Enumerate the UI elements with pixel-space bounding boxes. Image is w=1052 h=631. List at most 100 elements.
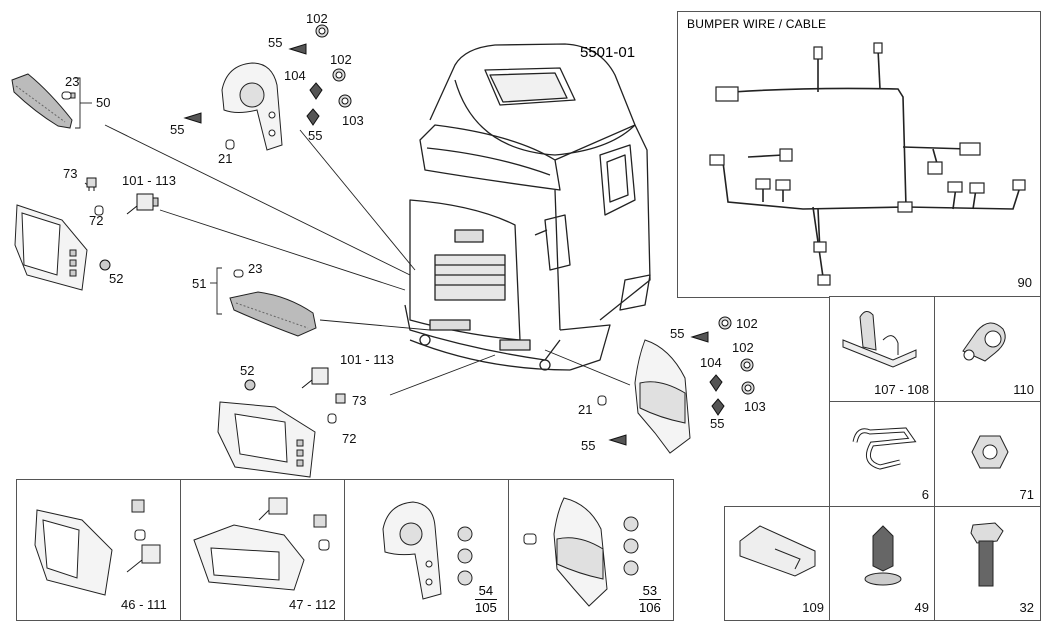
callout-104: 104 (700, 355, 722, 370)
callout-21: 21 (218, 151, 233, 166)
part-cell-71: 71 (934, 401, 1041, 508)
bulb-icon (94, 205, 104, 216)
callout-102: 102 (732, 340, 754, 355)
wire-harness-illustration (709, 42, 1026, 286)
kit-numerator: 54 (475, 583, 497, 601)
screw-icon (709, 374, 723, 392)
bulb-icon (61, 91, 76, 100)
callout-55: 55 (170, 122, 185, 137)
kit-label-47-112: 47 - 112 (289, 597, 336, 612)
bumper-wire-title: BUMPER WIRE / CABLE (687, 17, 827, 31)
corner-lamp-right (634, 339, 691, 454)
callout-101-113: 101 - 113 (122, 173, 176, 188)
callout-50: 50 (96, 95, 111, 110)
part-cell-6: 6 (829, 401, 936, 508)
part-cell-109: 109 (724, 506, 831, 621)
truck-cab-illustration (404, 43, 651, 371)
part-cell-110: 110 (934, 296, 1041, 403)
bumper-wire-panel: BUMPER WIRE / CABLE (677, 11, 1041, 298)
nut-icon (740, 358, 754, 372)
bulb-icon (327, 413, 337, 424)
callout-72: 72 (342, 431, 357, 446)
callout-102: 102 (306, 11, 328, 26)
side-marker-lamp (11, 73, 73, 129)
callout-103: 103 (744, 399, 766, 414)
callout-104: 104 (284, 68, 306, 83)
part-cell-107-108: 107 - 108 (829, 296, 936, 403)
side-marker-lamp-51 (229, 291, 317, 337)
part-label-6: 6 (921, 487, 929, 502)
kit-cell-53-106: 53 106 (508, 479, 674, 621)
callout-55: 55 (710, 416, 725, 431)
part-label-107-108: 107 - 108 (874, 382, 929, 397)
headlamp-kit-illustration (34, 499, 161, 596)
kit-label-46-111: 46 - 111 (121, 597, 167, 612)
clip-holder-icon (842, 311, 917, 368)
kit-fraction-54-105: 54 105 (475, 583, 497, 617)
hex-nut-icon (971, 435, 1009, 469)
bumper-wire-number: 90 (1017, 275, 1032, 290)
lamp-bracket-upper (221, 62, 283, 151)
callout-72: 72 (89, 213, 104, 228)
bulb-icon (225, 139, 235, 150)
kit-denominator: 105 (475, 600, 497, 616)
screw-icon (288, 43, 307, 55)
callout-55: 55 (268, 35, 283, 50)
bulb-holder-icon (126, 193, 159, 215)
part-label-71: 71 (1019, 487, 1034, 502)
headlamp-middle (217, 401, 316, 478)
nut-icon (338, 94, 352, 108)
nut-icon (315, 24, 329, 38)
part-label-49: 49 (914, 600, 929, 615)
bulb-socket-icon (335, 393, 346, 404)
screw-icon (309, 82, 323, 100)
corner-lamp-kit-illustration (523, 497, 639, 607)
callout-21: 21 (578, 402, 593, 417)
nut-icon (718, 316, 732, 330)
kit-fraction-53-106: 53 106 (639, 583, 661, 617)
bulb-icon (597, 395, 607, 406)
cable-tie-icon (852, 427, 917, 470)
bulb-holder-icon (301, 367, 329, 389)
part-label-110: 110 (1013, 382, 1034, 397)
headlamp-left (14, 204, 88, 291)
part-cell-32: 32 (934, 506, 1041, 621)
self-tapping-screw-icon (864, 525, 902, 586)
bracket-kit-illustration (382, 501, 473, 600)
nut-icon (99, 259, 111, 271)
nut-icon (741, 381, 755, 395)
callout-102: 102 (736, 316, 758, 331)
callout-55: 55 (581, 438, 596, 453)
screw-icon (711, 398, 725, 416)
kit-cell-46-111: 46 - 111 (16, 479, 182, 621)
hex-bolt-icon (970, 522, 1004, 587)
kit-numerator: 53 (639, 583, 661, 601)
bracket-clip-icon (739, 525, 816, 577)
diagram-code: 5501-01 (580, 44, 636, 61)
callout-73: 73 (63, 166, 78, 181)
callout-102: 102 (330, 52, 352, 67)
kit-cell-54-105: 54 105 (344, 479, 510, 621)
callout-51: 51 (192, 276, 207, 291)
callout-55: 55 (308, 128, 323, 143)
nut-icon (332, 68, 346, 82)
callout-103: 103 (342, 113, 364, 128)
part-label-109: 109 (802, 600, 824, 615)
screw-icon (690, 331, 709, 343)
headlamp-kit-illustration-2 (193, 497, 330, 591)
callout-23: 23 (248, 261, 263, 276)
callout-23: 23 (65, 74, 80, 89)
part-label-32: 32 (1019, 600, 1034, 615)
callout-52: 52 (109, 271, 124, 286)
bulb-icon (233, 269, 244, 278)
kit-denominator: 106 (639, 600, 661, 616)
callout-55: 55 (670, 326, 685, 341)
kit-cell-47-112: 47 - 112 (180, 479, 346, 621)
callout-101-113: 101 - 113 (340, 352, 394, 367)
cable-clamp-icon (962, 322, 1006, 362)
part-cell-49: 49 (829, 506, 936, 621)
callout-52: 52 (240, 363, 255, 378)
screw-icon (306, 108, 320, 126)
screw-icon (183, 112, 202, 124)
